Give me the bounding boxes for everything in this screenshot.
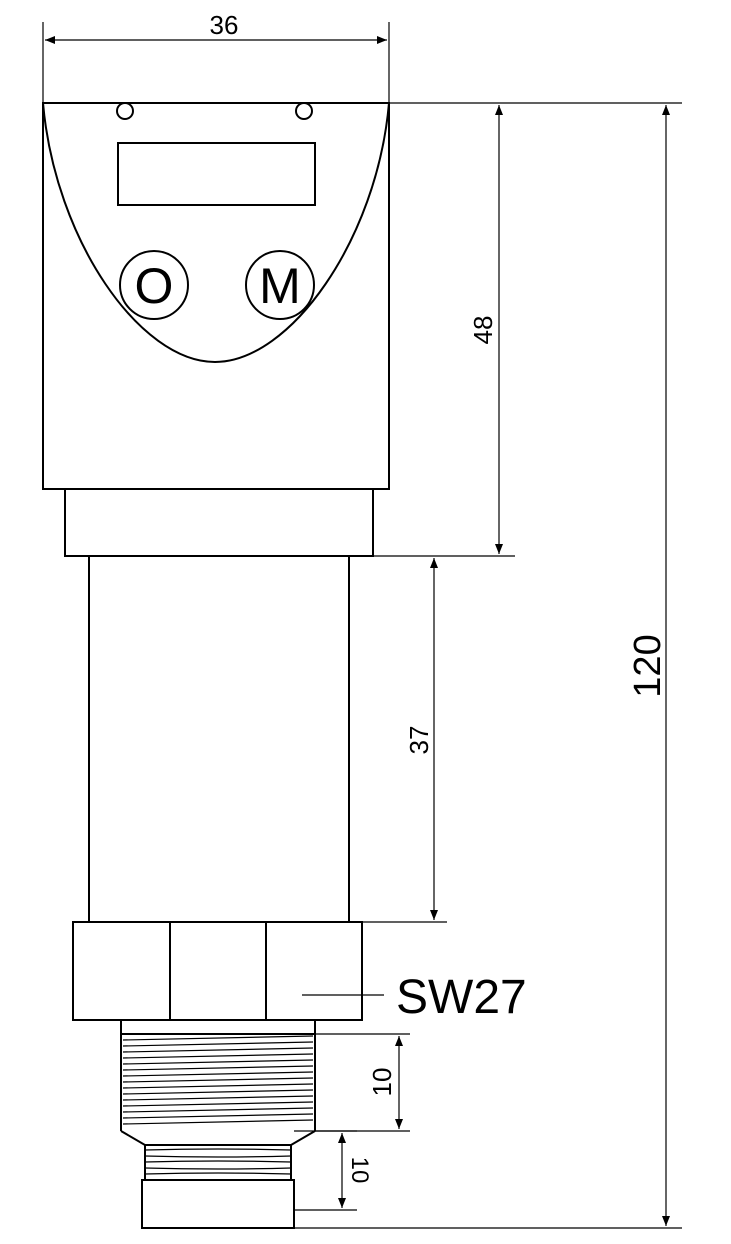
front-panel-curve <box>42 102 390 364</box>
dimension-head-height: 48 <box>373 102 515 557</box>
dimension-body-height-label: 37 <box>404 726 434 755</box>
button-o-label: O <box>135 258 174 314</box>
button-o[interactable]: O <box>119 250 189 320</box>
tip-groove <box>144 1172 292 1175</box>
thread-line <box>122 1035 314 1041</box>
thread-line <box>122 1071 314 1077</box>
wrench-size-label: SW27 <box>396 971 527 1024</box>
button-m[interactable]: M <box>245 250 315 320</box>
display-window <box>117 142 316 206</box>
dimension-tip-length-label: 10 <box>346 1157 373 1184</box>
dimension-width-label: 36 <box>210 10 239 40</box>
collar <box>64 488 374 557</box>
button-m-circle[interactable] <box>245 250 315 320</box>
thread-section <box>120 1019 316 1146</box>
thread-line <box>122 1089 314 1095</box>
sensor-head: O M <box>42 102 390 490</box>
hex-nut <box>72 921 363 1021</box>
tip-groove <box>144 1160 292 1163</box>
dimension-total-height-label: 120 <box>627 634 669 697</box>
thread-line <box>122 1095 314 1101</box>
button-m-label: M <box>259 258 301 314</box>
thread-line <box>122 1077 314 1083</box>
thread-line <box>122 1065 314 1071</box>
thread-line <box>122 1059 314 1065</box>
thread-line <box>122 1107 314 1113</box>
head-housing <box>42 102 390 490</box>
led-right <box>295 102 313 120</box>
thread-line <box>122 1047 314 1053</box>
thread-line <box>122 1119 314 1125</box>
sensor-tip <box>141 1144 295 1229</box>
body-tube <box>88 555 350 923</box>
tip-groove <box>144 1167 292 1170</box>
tip-groove <box>144 1148 292 1151</box>
thread-line <box>122 1041 314 1047</box>
led-left <box>116 102 134 120</box>
dimension-thread-length-label: 10 <box>367 1068 397 1097</box>
dimension-body-height: 37 <box>349 558 447 923</box>
dimension-head-height-label: 48 <box>468 316 498 345</box>
dimension-tip-length: 10 <box>294 1130 373 1211</box>
thread-line <box>122 1083 314 1089</box>
button-o-circle[interactable] <box>119 250 189 320</box>
thread-line <box>122 1101 314 1107</box>
tip-groove <box>144 1155 292 1158</box>
dimension-thread-length: 10 <box>315 1033 410 1132</box>
dimension-total-height: 120 <box>294 102 682 1229</box>
dimension-width: 36 <box>42 10 390 103</box>
wrench-size-callout: SW27 <box>302 971 527 1024</box>
thread-line <box>122 1053 314 1059</box>
thread-line <box>122 1113 314 1119</box>
